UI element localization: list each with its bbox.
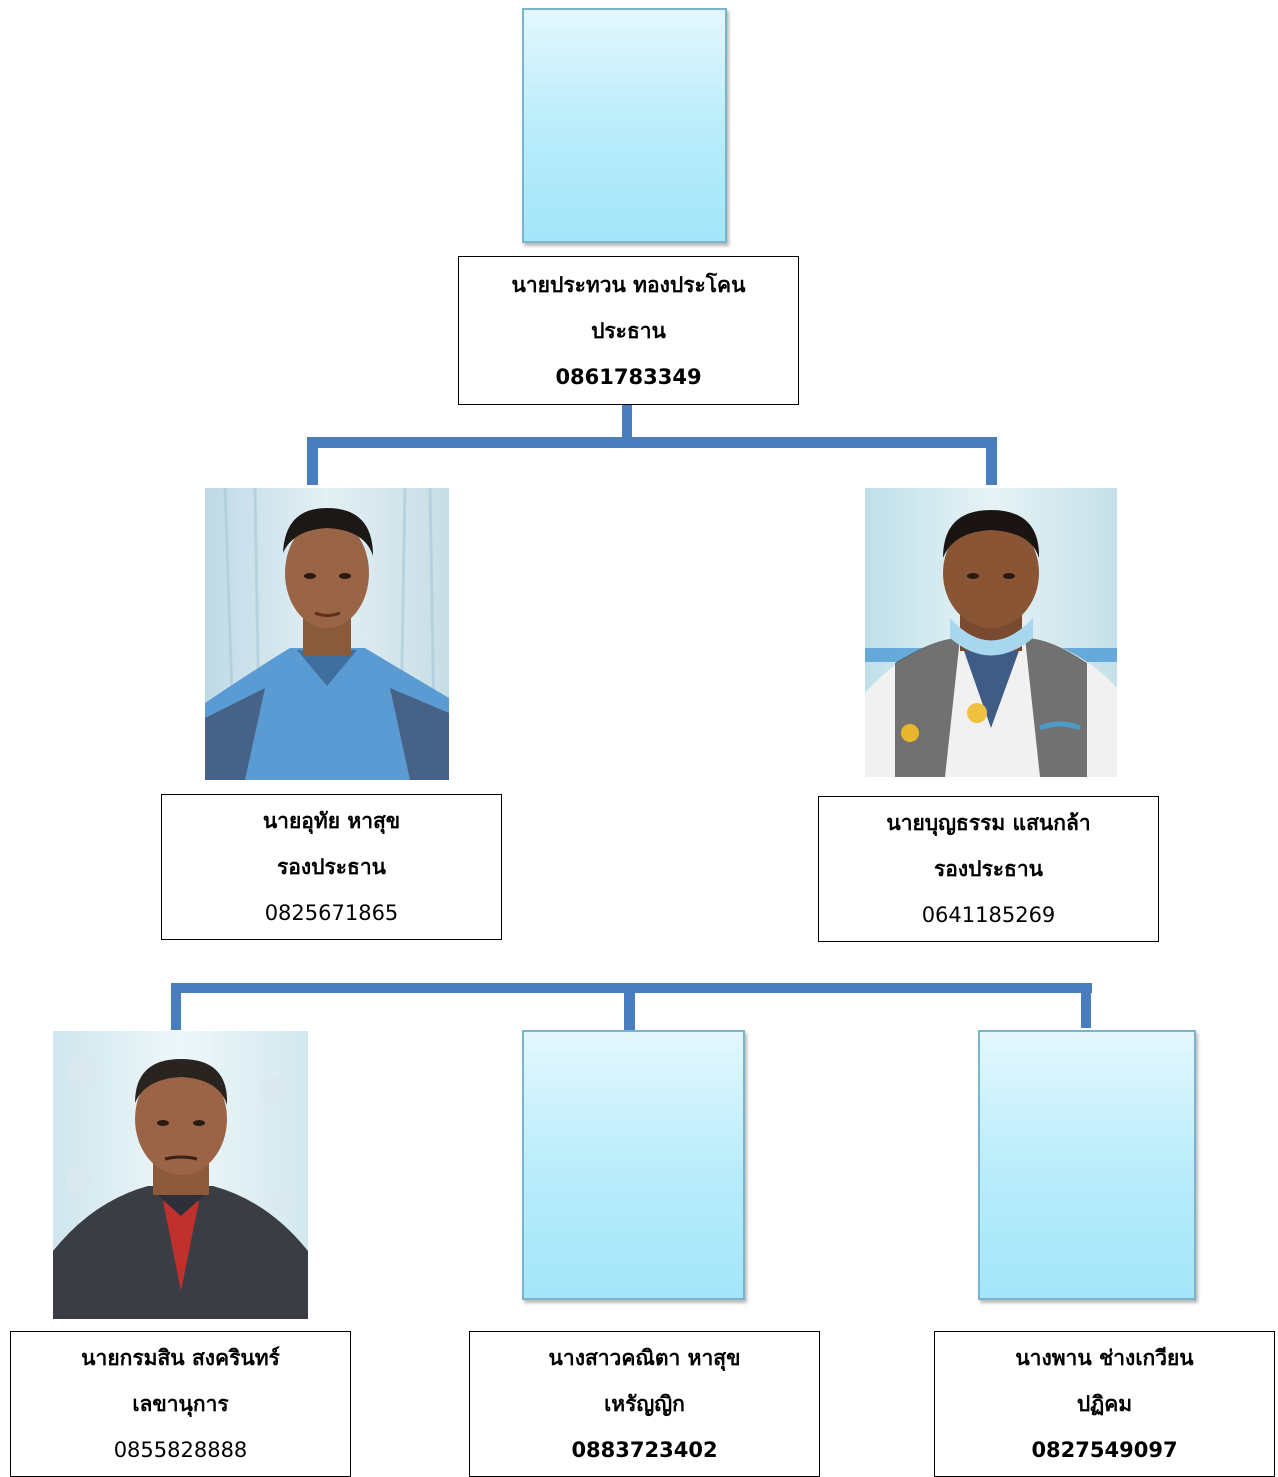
secretary-card: นายกรมสิน สงครินทร์ เลขานุการ 0855828888 <box>10 1331 351 1477</box>
chairman-name: นายประทวน ทองประโคน <box>511 272 746 297</box>
vice-chair-1-card: นายอุทัย หาสุข รองประธาน 0825671865 <box>161 794 502 940</box>
vice-chair-1-phone: 0825671865 <box>264 901 399 925</box>
vice-chair-1-photo <box>205 488 449 780</box>
chairman-card: นายประทวน ทองประโคน ประธาน 0861783349 <box>458 256 799 405</box>
chairman-photo-placeholder <box>522 8 727 243</box>
vice-chair-2-photo <box>865 488 1117 777</box>
vice-chair-2-phone: 0641185269 <box>921 903 1056 927</box>
reception-card: นางพาน ช่างเกวียน ปฏิคม 0827549097 <box>934 1331 1275 1477</box>
chairman-phone: 0861783349 <box>555 364 702 389</box>
connector-treasurer-drop <box>624 983 635 1030</box>
secretary-name: นายกรมสิน สงครินทร์ <box>81 1346 280 1370</box>
connector-secretary-drop <box>171 983 181 1030</box>
secretary-phone: 0855828888 <box>113 1438 248 1462</box>
vice-chair-2-card: นายบุญธรรม แสนกล้า รองประธาน 0641185269 <box>818 796 1159 942</box>
treasurer-role: เหรัญญิก <box>604 1392 685 1416</box>
vice-chair-1-role: รองประธาน <box>277 855 386 879</box>
treasurer-card: นางสาวคณิตา หาสุข เหรัญญิก 0883723402 <box>469 1331 820 1477</box>
secretary-role: เลขานุการ <box>132 1392 229 1416</box>
vice-chair-1-name: นายอุทัย หาสุข <box>262 809 401 833</box>
reception-photo-placeholder <box>978 1030 1196 1300</box>
chairman-role: ประธาน <box>591 318 666 343</box>
connector-chairman-stem <box>622 404 632 444</box>
vice-chair-2-role: รองประธาน <box>934 857 1043 881</box>
reception-phone: 0827549097 <box>1031 1438 1178 1462</box>
connector-vice-left-drop <box>307 437 318 485</box>
reception-role: ปฏิคม <box>1076 1392 1133 1416</box>
treasurer-name: นางสาวคณิตา หาสุข <box>548 1346 741 1370</box>
connector-reception-drop <box>1081 983 1091 1028</box>
treasurer-photo-placeholder <box>522 1030 745 1300</box>
reception-name: นางพาน ช่างเกวียน <box>1015 1346 1194 1370</box>
connector-vice-bar <box>307 437 997 448</box>
secretary-photo <box>53 1031 308 1319</box>
vice-chair-2-name: นายบุญธรรม แสนกล้า <box>886 811 1091 835</box>
connector-vice-right-drop <box>986 437 997 485</box>
treasurer-phone: 0883723402 <box>571 1438 718 1462</box>
